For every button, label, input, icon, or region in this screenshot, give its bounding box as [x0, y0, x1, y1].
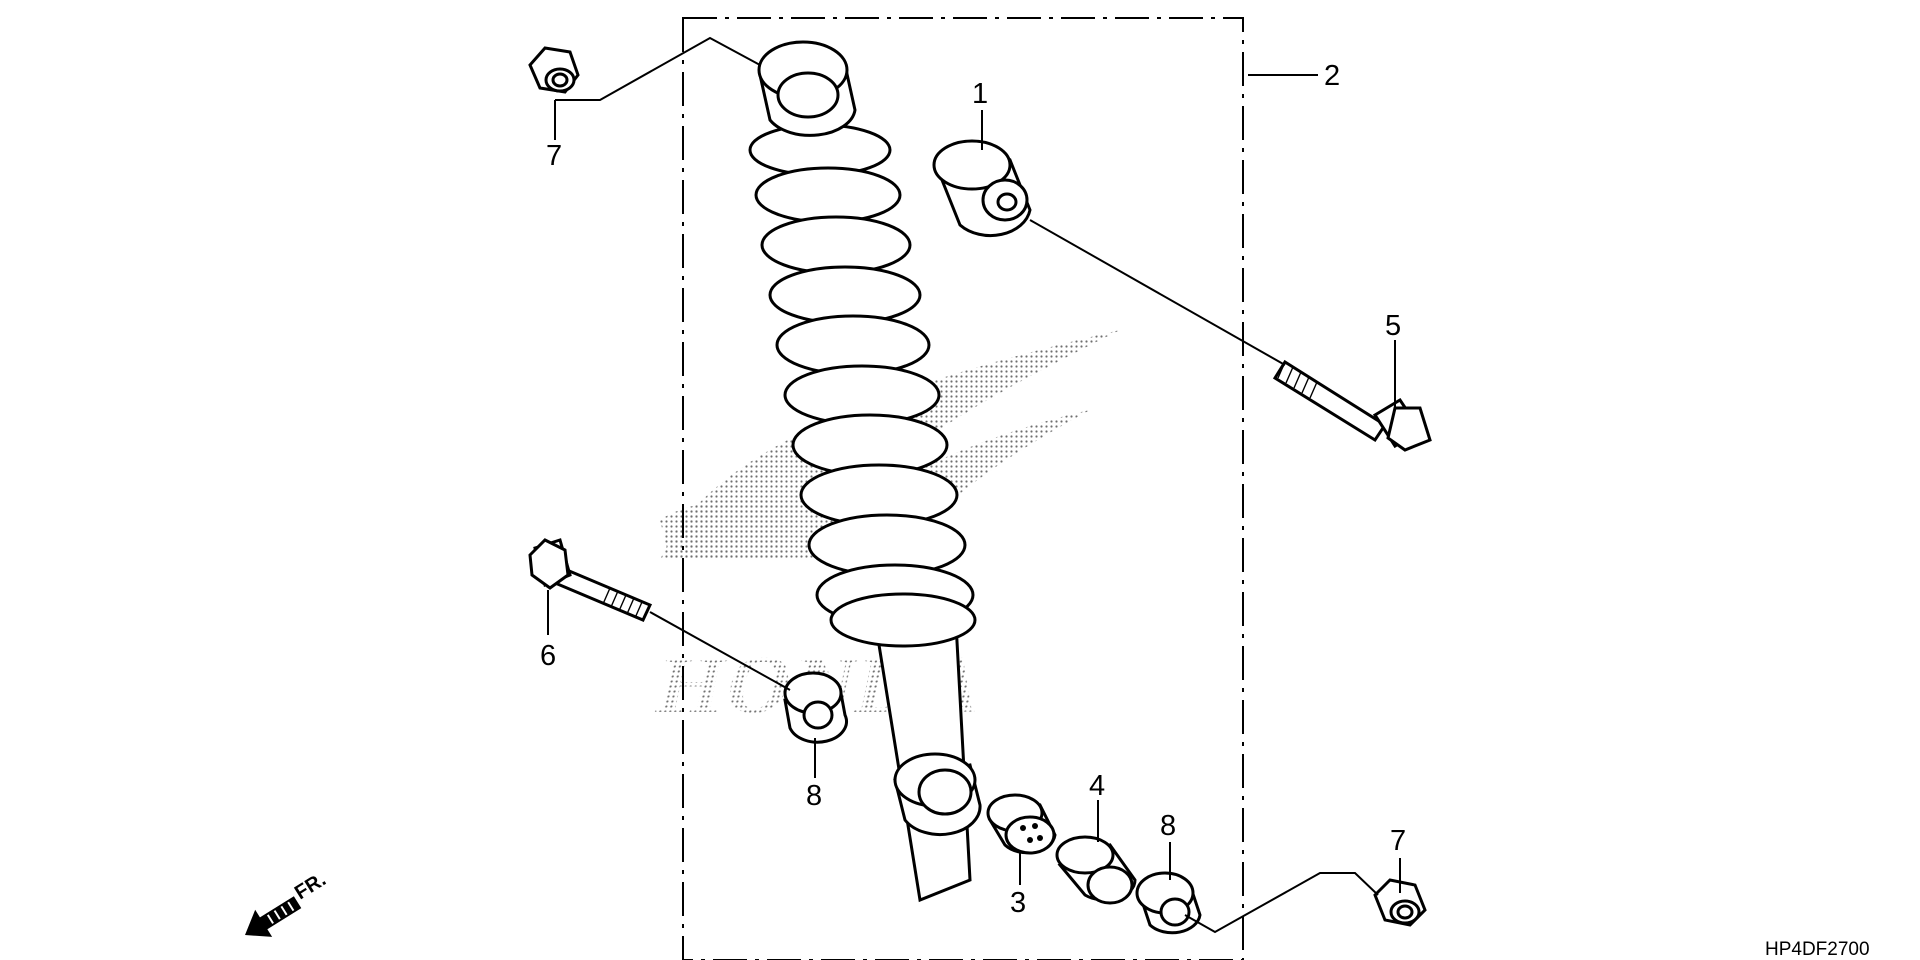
part-7-nut-top — [528, 46, 580, 94]
part-8-washer-right — [1135, 871, 1202, 935]
callout-5: 5 — [1385, 310, 1401, 342]
part-4-spacer — [1055, 835, 1137, 905]
top-eyelet — [757, 40, 857, 137]
bottom-eyelet — [893, 752, 982, 836]
callout-7-bottom: 7 — [1390, 825, 1406, 857]
part-1-bush — [932, 139, 1032, 238]
front-direction-indicator: FR. — [245, 869, 330, 937]
assembly-frame — [682, 17, 1244, 960]
leader-lines — [547, 36, 1401, 934]
callout-7-top: 7 — [546, 140, 562, 172]
part-8-washer-left — [783, 671, 848, 744]
shock-absorber — [748, 40, 982, 903]
callout-1: 1 — [972, 78, 988, 110]
callout-8-right: 8 — [1160, 810, 1176, 842]
part-5-bolt — [1272, 359, 1432, 452]
part-3-collar — [986, 793, 1057, 855]
spring-coils — [748, 123, 977, 648]
front-label: FR. — [291, 869, 330, 905]
callout-6: 6 — [540, 640, 556, 672]
part-6-bolt — [528, 538, 653, 622]
callout-4: 4 — [1089, 770, 1105, 802]
part-7-nut-bottom — [1373, 878, 1427, 927]
callout-3: 3 — [1010, 887, 1026, 919]
diagram-code: HP4DF2700 — [1765, 939, 1870, 960]
callout-8-left: 8 — [806, 780, 822, 812]
front-arrow-icon — [245, 896, 302, 937]
callout-2: 2 — [1324, 60, 1340, 92]
